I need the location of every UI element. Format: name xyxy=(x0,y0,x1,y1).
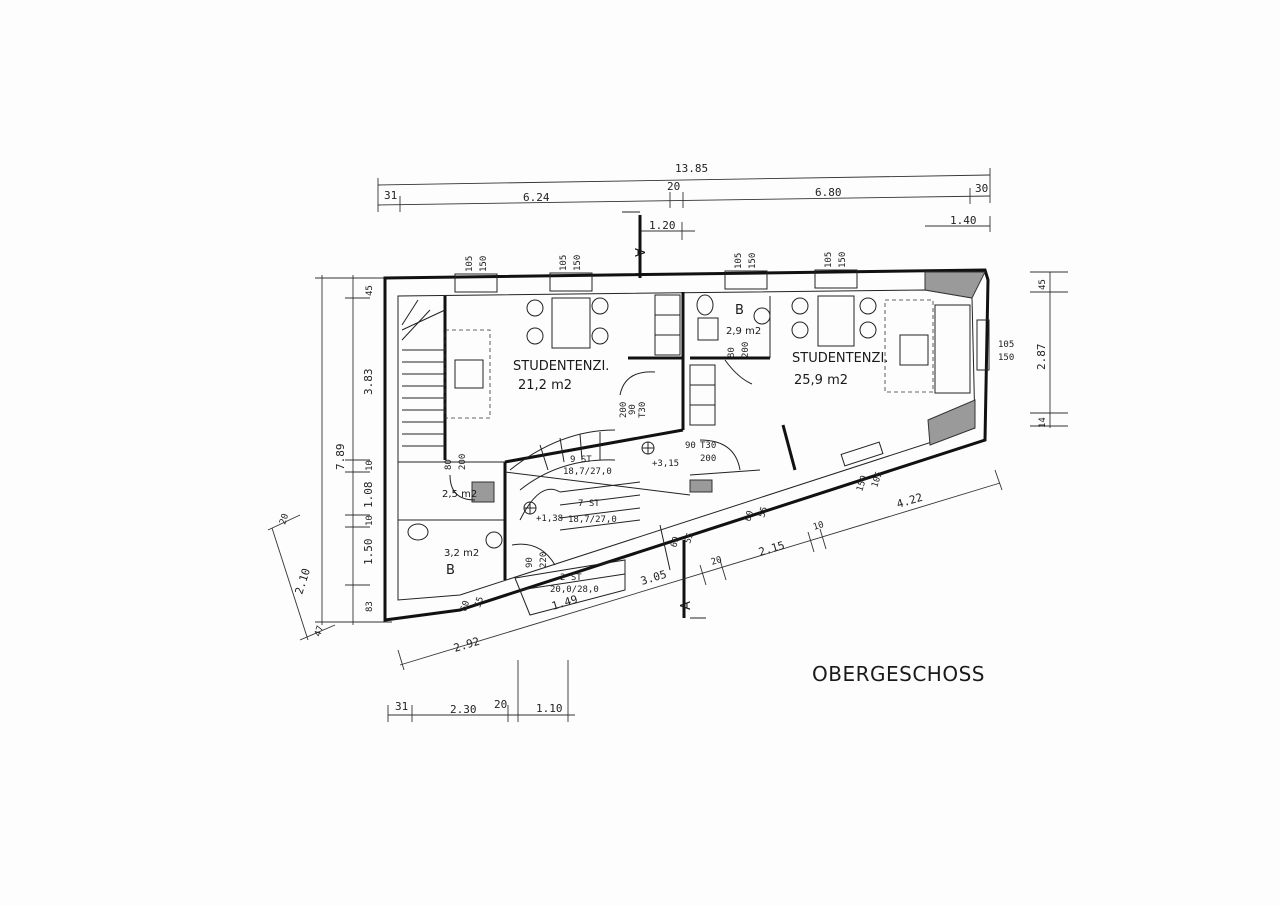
svg-text:2.87: 2.87 xyxy=(1035,344,1048,371)
staircase-center xyxy=(509,429,671,616)
svg-text:2.10: 2.10 xyxy=(292,567,313,596)
svg-text:105: 105 xyxy=(824,252,834,268)
svg-text:150: 150 xyxy=(838,252,848,268)
dim-right-wall: 30 xyxy=(975,182,988,195)
svg-text:90: 90 xyxy=(628,404,638,415)
svg-text:20: 20 xyxy=(494,698,507,711)
svg-text:14: 14 xyxy=(1038,417,1048,428)
svg-text:T30: T30 xyxy=(638,402,648,418)
hall-area: 2,5 m2 xyxy=(442,489,477,500)
svg-text:10: 10 xyxy=(365,515,375,526)
svg-text:45: 45 xyxy=(365,285,375,296)
stair-entry-count: 2 ST xyxy=(560,573,582,583)
top-dimensions: 13.85 31 6.24 20 6.80 30 1.40 1.20 xyxy=(377,162,991,240)
svg-text:80: 80 xyxy=(727,347,737,358)
svg-text:31: 31 xyxy=(395,700,408,713)
svg-text:80: 80 xyxy=(444,459,454,470)
svg-text:105: 105 xyxy=(734,253,744,269)
room-right-name: STUDENTENZI. xyxy=(792,351,888,366)
svg-text:90: 90 xyxy=(685,441,696,451)
svg-text:1.50: 1.50 xyxy=(362,539,375,566)
svg-text:200: 200 xyxy=(741,342,751,358)
room-right-area: 25,9 m2 xyxy=(794,373,848,388)
svg-text:2.15: 2.15 xyxy=(757,539,786,559)
dim-mid-wall: 20 xyxy=(667,180,680,193)
level-lower: +1,38 xyxy=(536,514,563,524)
svg-text:60: 60 xyxy=(669,536,682,549)
furniture-right-room xyxy=(689,295,971,426)
svg-text:55: 55 xyxy=(757,506,770,519)
right-window-width: 105 xyxy=(998,340,1014,350)
level-markers: +3,15 +1,38 xyxy=(523,441,679,524)
dim-bay: 1.20 xyxy=(649,219,676,232)
left-dimensions: 7.89 45 3.83 10 1.08 10 1.50 83 20 2.10 … xyxy=(267,275,392,641)
right-dimensions: 45 2.87 14 105 150 xyxy=(998,271,1068,428)
svg-text:55: 55 xyxy=(683,532,696,545)
svg-text:90: 90 xyxy=(525,557,535,568)
svg-text:10: 10 xyxy=(812,520,825,533)
level-upper: +3,15 xyxy=(652,459,679,469)
dim-overall-width: 13.85 xyxy=(675,162,708,175)
bath-upper-area: 2,9 m2 xyxy=(726,326,761,337)
staircase-left xyxy=(401,299,446,447)
svg-text:4.22: 4.22 xyxy=(895,491,924,511)
svg-text:220: 220 xyxy=(539,552,549,568)
svg-text:150: 150 xyxy=(479,256,489,272)
stair-labels: 9 ST 18,7/27,0 7 ST 18,7/27,0 2 ST 20,0/… xyxy=(550,455,617,595)
bath-lower-label: B xyxy=(446,563,455,578)
svg-text:105: 105 xyxy=(559,255,569,271)
svg-text:20: 20 xyxy=(710,555,723,568)
stair-lower-ratio: 18,7/27,0 xyxy=(568,515,617,525)
svg-text:10: 10 xyxy=(365,460,375,471)
room-left-name: STUDENTENZI. xyxy=(513,359,609,374)
doors: 90 T30 200 80 200 90 T30 200 80 200 90 2… xyxy=(444,342,753,568)
dim-diag-left: 2.92 xyxy=(452,635,481,655)
stair-upper-ratio: 18,7/27,0 xyxy=(563,467,612,477)
svg-text:60: 60 xyxy=(459,600,472,613)
room-left-area: 21,2 m2 xyxy=(518,378,572,393)
svg-text:200: 200 xyxy=(619,402,629,418)
dim-left-wall: 31 xyxy=(384,189,397,202)
plan-title: OBERGESCHOSS xyxy=(812,662,985,686)
stair-lower-count: 7 ST xyxy=(578,499,600,509)
svg-text:200: 200 xyxy=(700,454,716,464)
svg-text:1.10: 1.10 xyxy=(536,702,563,715)
stair-upper-count: 9 ST xyxy=(570,455,592,465)
svg-text:T30: T30 xyxy=(700,441,716,451)
svg-text:1.49: 1.49 xyxy=(550,593,579,613)
svg-text:150: 150 xyxy=(573,255,583,271)
svg-text:200: 200 xyxy=(458,454,468,470)
svg-text:105: 105 xyxy=(870,470,885,489)
furniture-left-room xyxy=(444,294,681,419)
stair-entry-ratio: 20,0/28,0 xyxy=(550,585,599,595)
svg-text:150: 150 xyxy=(748,253,758,269)
svg-text:47: 47 xyxy=(313,625,326,638)
svg-text:55: 55 xyxy=(473,596,486,609)
svg-text:3.83: 3.83 xyxy=(362,369,375,396)
svg-text:150: 150 xyxy=(855,474,870,493)
svg-text:60: 60 xyxy=(743,510,756,523)
svg-text:20: 20 xyxy=(278,513,291,526)
bath-upper-label: B xyxy=(735,303,744,318)
dim-left-span: 6.24 xyxy=(523,191,550,204)
svg-text:1.08: 1.08 xyxy=(362,482,375,509)
dim-right-inset: 1.40 xyxy=(950,214,977,227)
svg-text:83: 83 xyxy=(365,601,375,612)
section-marker-bottom: A xyxy=(679,601,694,610)
building-walls xyxy=(383,268,990,622)
dim-right-span: 6.80 xyxy=(815,186,842,199)
windows: 105 150 105 150 105 150 105 150 150 105 … xyxy=(454,252,990,613)
svg-text:2.30: 2.30 xyxy=(450,703,477,716)
svg-text:105: 105 xyxy=(465,256,475,272)
dim-overall-depth: 7.89 xyxy=(334,444,347,471)
room-labels: STUDENTENZI. 21,2 m2 STUDENTENZI. 25,9 m… xyxy=(442,303,888,578)
section-marker-top: A xyxy=(631,248,646,257)
bathroom-fixtures xyxy=(407,294,771,549)
right-window-height: 150 xyxy=(998,353,1014,363)
svg-text:45: 45 xyxy=(1038,279,1048,290)
bath-lower-area: 3,2 m2 xyxy=(444,548,479,559)
